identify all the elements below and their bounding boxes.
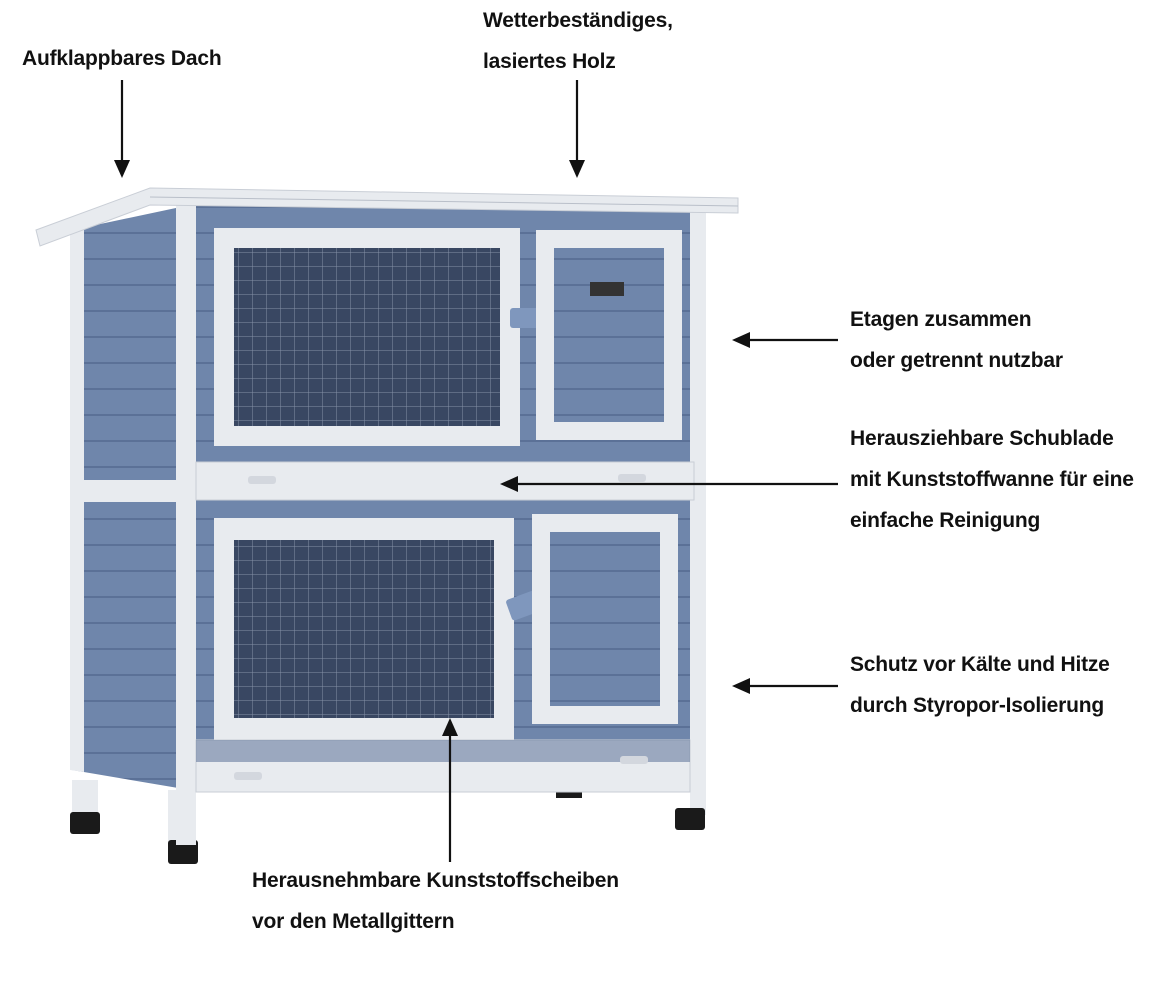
- label-panels-line1: Herausnehmbare Kunststoffscheiben: [252, 869, 619, 892]
- label-drawer-line2: mit Kunststoffwanne für eine: [850, 468, 1134, 491]
- label-wood: Wetterbeständiges, lasiertes Holz: [483, 0, 673, 82]
- hutch-roof: [35, 187, 739, 247]
- pull-out-drawer: [195, 461, 695, 501]
- upper-mesh-door: [214, 228, 546, 446]
- label-insulation: Schutz vor Kälte und Hitze durch Styropo…: [850, 644, 1110, 726]
- label-panels-line2: vor den Metallgittern: [252, 910, 455, 933]
- label-drawer-line1: Herausziehbare Schublade: [850, 427, 1114, 450]
- brand-plate: [590, 282, 624, 296]
- label-wood-line2: lasiertes Holz: [483, 50, 616, 73]
- label-insulation-line1: Schutz vor Kälte und Hitze: [850, 653, 1110, 676]
- arrow-floors: [732, 332, 838, 348]
- label-panels: Herausnehmbare Kunststoffscheiben vor de…: [252, 860, 619, 942]
- label-roof-line1: Aufklappbares Dach: [22, 47, 222, 70]
- arrow-wood: [569, 80, 585, 178]
- label-drawer-line3: einfache Reinigung: [850, 509, 1041, 532]
- arrow-panels: [442, 718, 458, 862]
- upper-wood-door: [536, 230, 682, 440]
- lower-wood-door: [532, 514, 678, 724]
- lower-mesh-door: [214, 518, 544, 740]
- label-wood-line1: Wetterbeständiges,: [483, 9, 673, 32]
- label-floors-line2: oder getrennt nutzbar: [850, 349, 1063, 372]
- hutch-foot: [168, 840, 198, 864]
- label-floors: Etagen zusammen oder getrennt nutzbar: [850, 299, 1063, 381]
- arrow-roof: [114, 80, 130, 178]
- arrow-drawer: [500, 476, 838, 492]
- label-drawer: Herausziehbare Schublade mit Kunststoffw…: [850, 418, 1134, 541]
- hutch-side-wall: [70, 205, 198, 864]
- label-insulation-line2: durch Styropor-Isolierung: [850, 694, 1105, 717]
- label-roof: Aufklappbares Dach: [22, 38, 222, 79]
- label-floors-line1: Etagen zusammen: [850, 308, 1032, 331]
- hutch-foot: [70, 812, 100, 834]
- bottom-tray: [195, 739, 691, 793]
- hutch-foot: [675, 808, 705, 830]
- arrow-insulation: [732, 678, 838, 694]
